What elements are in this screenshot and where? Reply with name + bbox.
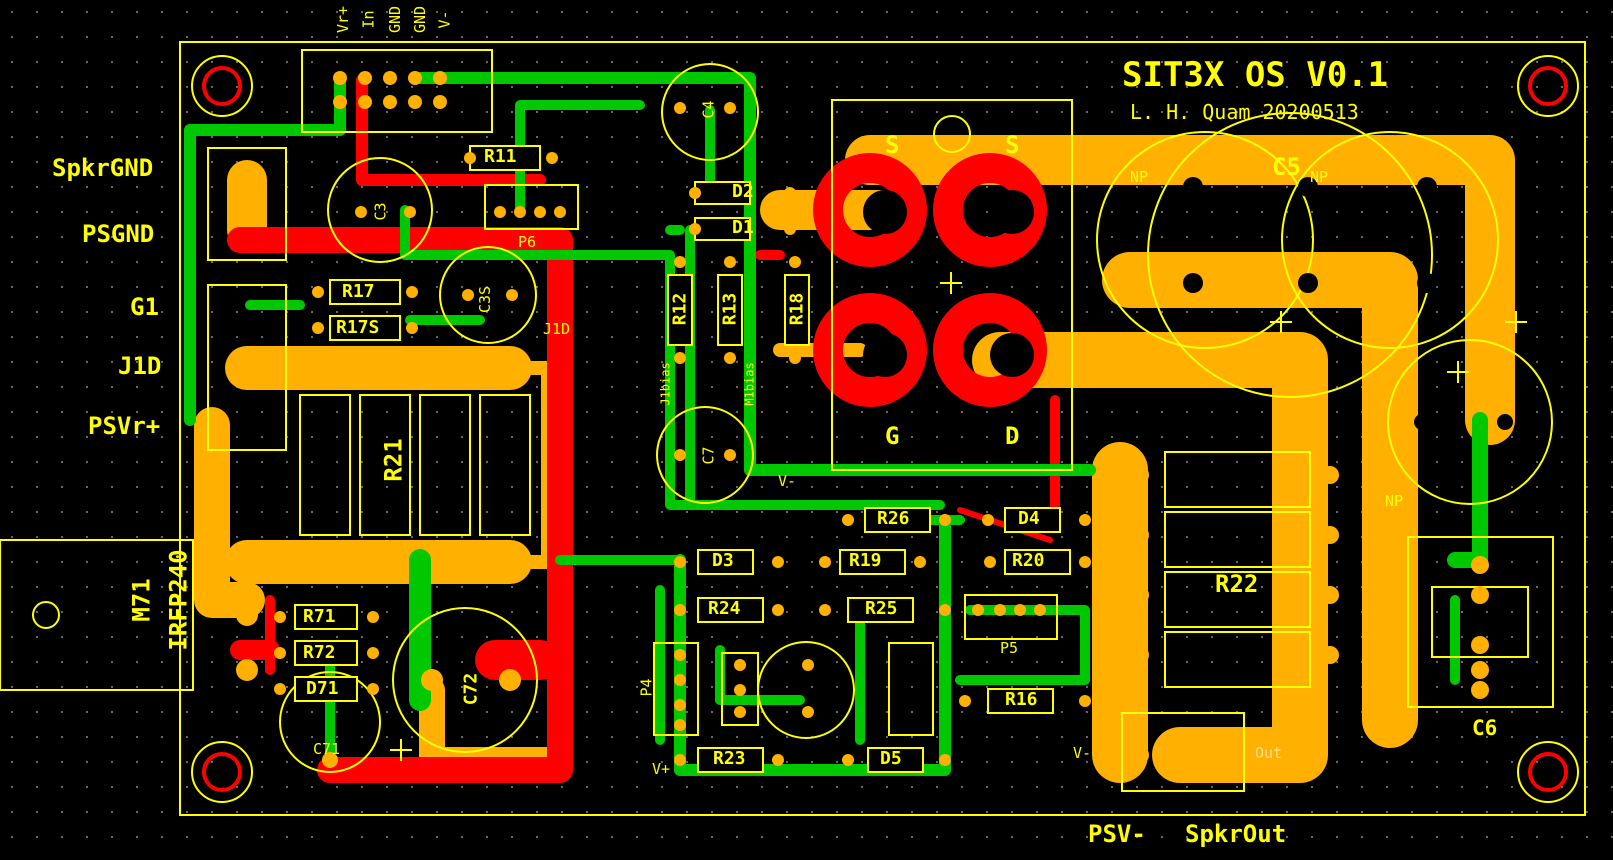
fet-holes <box>863 177 1513 430</box>
header-pin-gnd-2: GND <box>411 5 430 34</box>
label-d3: D3 <box>712 550 734 571</box>
label-j1d-local: J1D <box>543 320 571 338</box>
edge-label-ps-gnd: PSGND <box>82 220 155 248</box>
label-fet-g: G <box>885 422 900 450</box>
label-d5: D5 <box>880 748 902 769</box>
label-d4: D4 <box>1018 508 1040 529</box>
label-d1: D1 <box>732 217 754 238</box>
label-np-3: NP <box>1385 492 1404 510</box>
label-r17s: R17S <box>336 317 380 338</box>
label-v-minus-net: V- <box>778 472 797 490</box>
label-r26: R26 <box>877 508 910 529</box>
label-r16: R16 <box>1005 689 1038 710</box>
label-c6: C6 <box>1472 716 1498 740</box>
markers <box>390 272 1527 761</box>
pads <box>236 71 1489 764</box>
label-p5: P5 <box>1000 639 1019 657</box>
edge-label-spkr-out: SpkrOut <box>1185 820 1287 848</box>
label-d71: D71 <box>306 678 339 699</box>
label-r12: R12 <box>669 292 691 326</box>
label-r11: R11 <box>484 146 517 167</box>
label-r19: R19 <box>849 550 882 571</box>
header-pin-in: In <box>359 10 378 29</box>
label-out: Out <box>1255 744 1283 762</box>
label-r23: R23 <box>713 748 746 769</box>
label-r25: R25 <box>865 598 898 619</box>
label-c3s: C3S <box>476 285 495 314</box>
label-np-2: NP <box>1310 168 1329 186</box>
label-fet-s1: S <box>885 131 900 159</box>
label-p6: P6 <box>518 233 537 251</box>
label-c3: C3 <box>371 202 390 221</box>
board-author: L. H. Quam 20200513 <box>1130 100 1359 124</box>
label-j1bias: J1bias <box>658 362 673 406</box>
label-fet-s2: S <box>1005 131 1020 159</box>
label-c4: C4 <box>699 100 718 119</box>
silkscreen <box>0 49 1554 792</box>
label-r71: R71 <box>303 606 336 627</box>
small-pads <box>274 102 1091 768</box>
label-r21: R21 <box>379 438 408 482</box>
label-r20: R20 <box>1012 550 1045 571</box>
label-np-1: NP <box>1130 168 1149 186</box>
label-c7: C7 <box>699 446 718 465</box>
header-pin-v-minus: V- <box>435 10 454 29</box>
label-r13: R13 <box>719 292 741 326</box>
label-c71: C71 <box>313 740 341 758</box>
label-r17: R17 <box>342 281 375 302</box>
board-outline <box>179 41 1586 816</box>
edge-label-spkr-gnd: SpkrGND <box>52 154 154 182</box>
label-r24: R24 <box>708 598 741 619</box>
label-m71: M71 <box>127 578 156 622</box>
edge-label-g1: G1 <box>130 293 159 321</box>
edge-label-psvr-plus: PSVr+ <box>88 412 161 440</box>
mounting-holes <box>191 55 1579 803</box>
copper-pours <box>194 135 1515 783</box>
label-r22: R22 <box>1215 570 1259 598</box>
label-d2: D2 <box>732 181 754 202</box>
label-irfp240: IRFP240 <box>164 549 193 651</box>
board-title: SIT3X OS V0.1 <box>1122 55 1389 95</box>
label-r72: R72 <box>303 642 336 663</box>
label-fet-d: D <box>1005 422 1020 450</box>
label-c5: C5 <box>1272 153 1301 181</box>
label-p4: P4 <box>637 678 656 697</box>
label-r18: R18 <box>786 292 808 326</box>
edge-label-j1d: J1D <box>118 352 162 380</box>
edge-label-psv-minus: PSV- <box>1088 820 1146 848</box>
label-m1bias: M1bias <box>742 362 757 406</box>
label-v-minus-side: V- <box>1073 744 1092 762</box>
header-pin-gnd-1: GND <box>386 5 405 34</box>
header-pin-vr-plus: Vr+ <box>334 5 353 34</box>
resistor-bodies <box>294 145 1071 773</box>
label-c72: C72 <box>460 672 482 706</box>
label-v-plus: V+ <box>652 760 671 778</box>
